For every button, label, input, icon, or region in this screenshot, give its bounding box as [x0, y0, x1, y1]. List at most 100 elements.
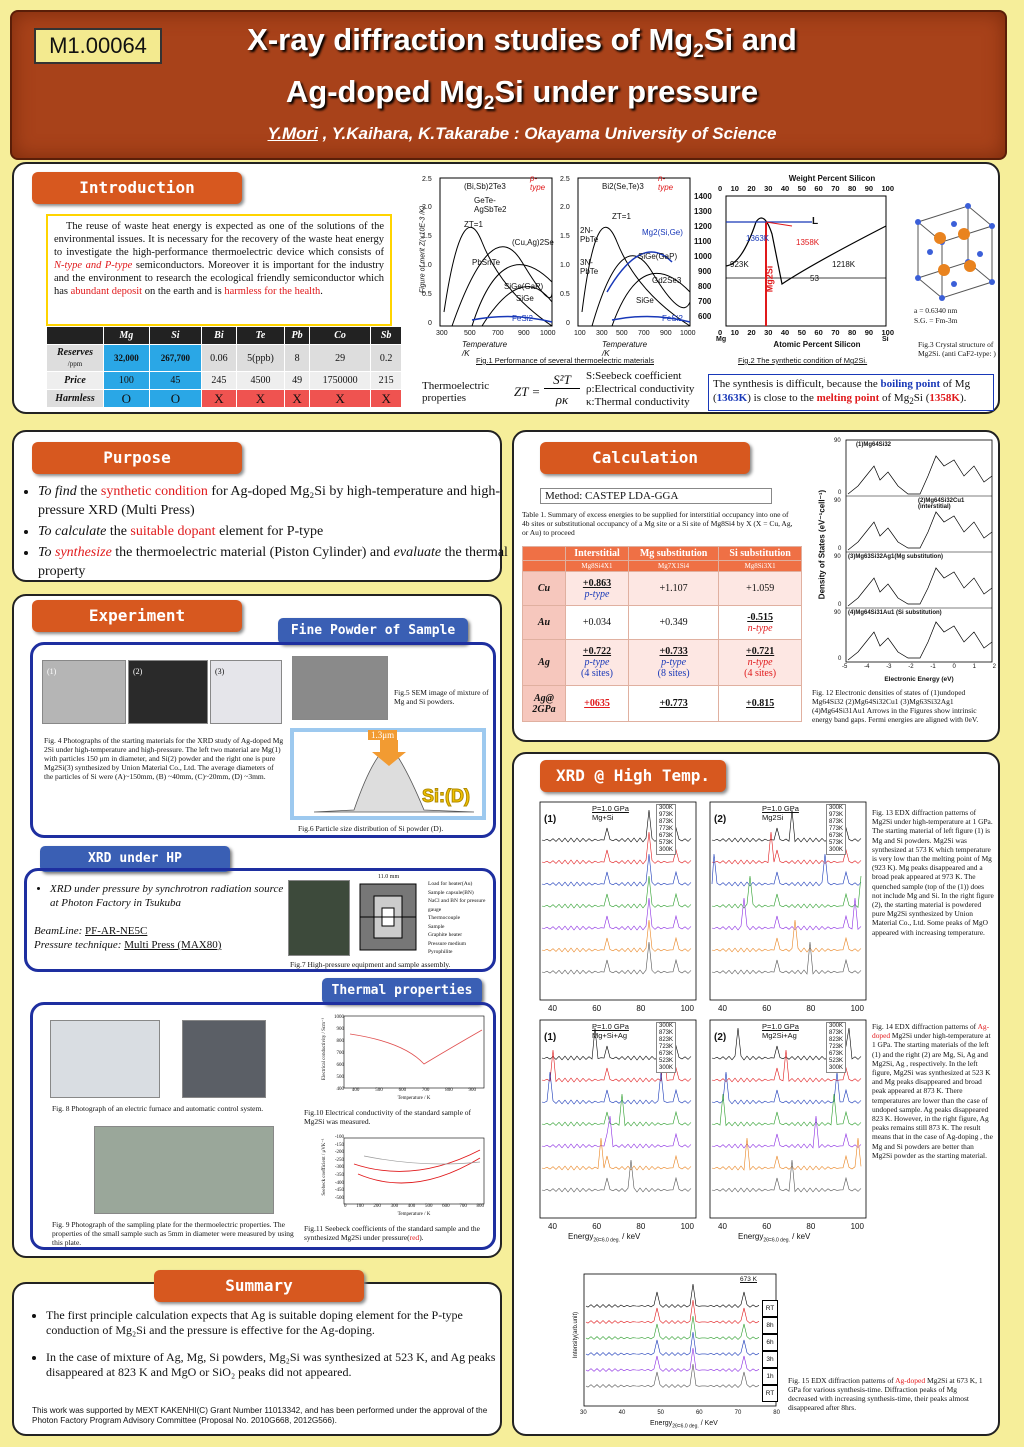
fig7-sample-assembly: 11.0 mm Load for heater(Au)Sample capsul… [354, 874, 494, 956]
acknowledgement: This work was supported by MEXT KAKENHI(… [32, 1406, 488, 1425]
fig12-caption: Fig. 12 Electronic densities of states o… [812, 688, 979, 724]
fig10-chart [343, 1015, 485, 1089]
xrd-pattern-723K [711, 1093, 862, 1127]
introduction-text: The reuse of waste heat energy is expect… [46, 214, 392, 326]
xrd-pattern-523K [541, 1137, 692, 1171]
xrd-pattern-873K [541, 853, 692, 887]
purpose-list: To find the synthetic condition for Ag-d… [22, 482, 508, 583]
xrd-hp-list: XRD under pressure by synchrotron radiat… [34, 882, 290, 912]
introduction-heading: Introduction [32, 172, 242, 204]
method-box: Method: CASTEP LDA-GGA [540, 488, 772, 504]
xrd-pattern-673K [541, 1115, 692, 1149]
fig1-caption: Fig.1 Performance of several thermoelect… [476, 356, 654, 365]
xrd-chart [539, 1019, 697, 1219]
table-row: Ag@ 2GPa +0635 +0.773 +0.815 [522, 685, 802, 722]
mg-powder-photo: (1) [42, 660, 126, 724]
fig9-caption: Fig. 9 Photograph of the sampling plate … [52, 1220, 294, 1247]
xrd-high-temp-heading: XRD @ High Temp. [540, 760, 726, 792]
fig7-caption: Fig.7 High-pressure equipment and sample… [290, 960, 451, 969]
purpose-heading: Purpose [32, 442, 242, 474]
fig3-caption: Fig.3 Crystal structure of Mg2Si. (anti … [918, 340, 996, 358]
fig6-particle-distribution: 1.3μm Si:(D) [290, 728, 486, 820]
list-item: To find the synthetic condition for Ag-d… [38, 482, 508, 520]
introduction-panel: Introduction The reuse of waste heat ene… [12, 162, 1000, 414]
fig6-chart [313, 740, 475, 813]
experiment-panel: Experiment Fine Powder of Sample (1) (2)… [12, 594, 502, 1258]
fig12-dos: (1)Mg64Si32 (2)Mg64Si32Cu1 (interstitial… [808, 436, 998, 688]
zt-formula: Thermoelectric properties ZT = S²T ρκ S:… [422, 370, 695, 408]
fig1-chart [439, 177, 691, 327]
xrd-pattern-300K [711, 941, 862, 975]
space-group: S.G. = Fm-3m [914, 316, 958, 325]
fig15-chart [583, 1273, 777, 1407]
xrd-pattern-300K [541, 941, 692, 975]
synthesis-note: The synthesis is difficult, because the … [708, 374, 994, 412]
xrd-pattern-773K [541, 875, 692, 909]
energy-axis-label: Energy2θ=6.0 deg. / keV [738, 1232, 811, 1244]
fig8-caption: Fig. 8 Photograph of an electric furnace… [52, 1104, 264, 1113]
authors-line: Y.Mori , Y.Kaihara, K.Takarabe : Okayama… [267, 124, 777, 143]
fig11-seebeck: Seebeck coefficient / μVK⁻¹ -100-150-200… [314, 1134, 490, 1222]
fig15-pattern-RT [585, 1283, 760, 1308]
fig5-caption: Fig.5 SEM image of mixture of Mg and Si … [394, 688, 489, 706]
poster-id-badge: M1.00064 [34, 28, 162, 64]
xrd-pattern-823K [541, 1071, 692, 1105]
title-banner: M1.00064 X-ray diffraction studies of Mg… [10, 10, 1007, 160]
list-item: To calculate the suitable dopant element… [38, 522, 508, 541]
mg2si-photo: (3) [210, 660, 282, 724]
sample-assembly-diagram [359, 883, 417, 951]
fig15-pattern-RT [585, 1363, 760, 1388]
multipress-photo [288, 880, 350, 956]
xrd-pattern-673K [711, 1115, 862, 1149]
calculation-heading: Calculation [540, 442, 750, 474]
xrd-pattern-300K [541, 1159, 692, 1193]
list-item: In the case of mixture of Ag, Mg, Si pow… [46, 1350, 508, 1380]
fig2-caption: Fig.2 The synthetic condition of Mg2Si. [738, 356, 868, 365]
plot-label: (1) [544, 1032, 557, 1043]
xrd-hp-frame [24, 868, 496, 972]
calculation-panel: Calculation Method: CASTEP LDA-GGA Table… [512, 430, 1000, 742]
furnace-photo [50, 1020, 160, 1098]
purpose-panel: Purpose To find the synthetic condition … [12, 430, 508, 582]
xrd-pattern-823K [711, 1071, 862, 1105]
fine-powder-frame [30, 642, 496, 838]
xrd-pattern-773K [711, 875, 862, 909]
plot-label: (1) [544, 814, 557, 825]
summary-list: The first principle calculation expects … [30, 1308, 508, 1382]
xrd-pattern-673K [711, 897, 862, 931]
fig14-caption: Fig. 14 EDX diffraction patterns of Ag-d… [872, 1022, 993, 1160]
xrd-pattern-573K [711, 919, 862, 953]
si-powder-photo: (2) [128, 660, 208, 724]
xrd-pattern-973K [711, 831, 862, 865]
fig15-caption: Fig. 15 EDX diffraction patterns of Ag-d… [788, 1376, 983, 1412]
list-item: To synthesize the thermoelectric materia… [38, 543, 508, 581]
thermal-frame [30, 1002, 496, 1250]
list-item: XRD under pressure by synchrotron radiat… [50, 882, 290, 910]
fig15-pattern-6h [585, 1315, 760, 1340]
fig15-synthesis-time: 673 K RT 8h 6h 3h 1h RT Intensity(arb.un… [570, 1270, 780, 1432]
fig12-chart [845, 439, 993, 663]
fig1-zt-plots: (Bi,Sb)2Te3 GeTe-AgSbTe2 ZT=1 (Cu,Ag)2Se… [412, 172, 712, 372]
plot-label: (2) [714, 1032, 727, 1043]
fig15-pattern-1h [585, 1347, 760, 1372]
xrd-pattern-673K [541, 897, 692, 931]
xrd-hp-heading: XRD under HP [40, 846, 230, 872]
